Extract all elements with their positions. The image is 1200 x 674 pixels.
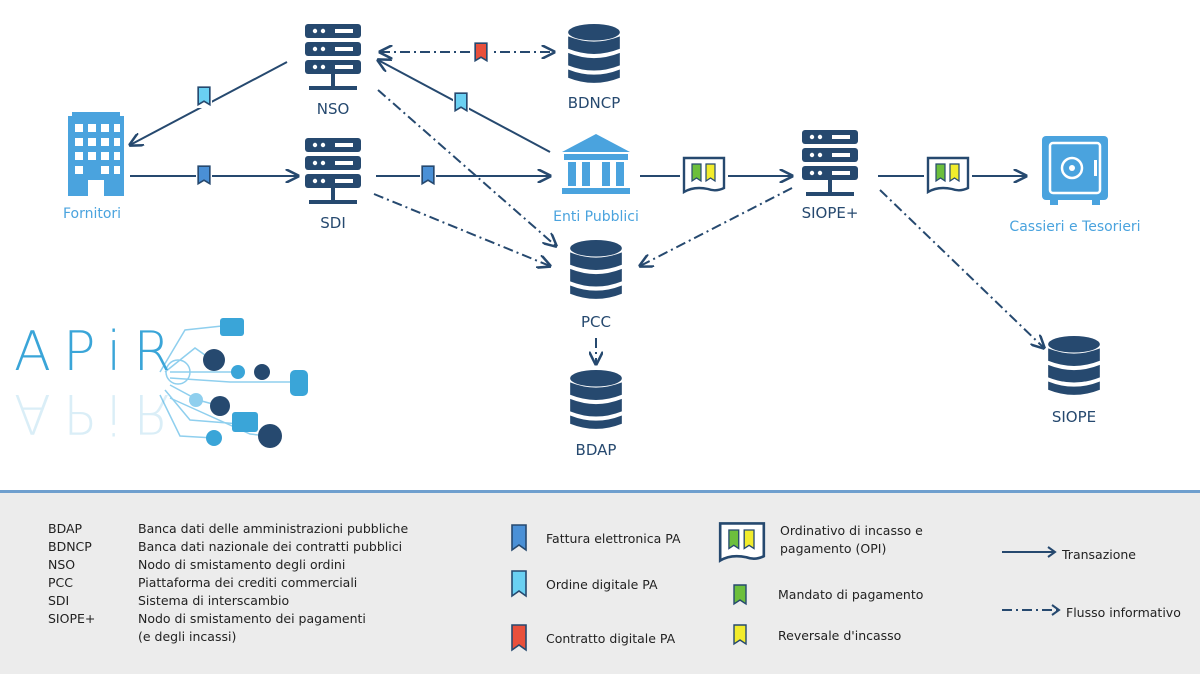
information-flow-lines — [373, 52, 1044, 364]
siope-label: SIOPE — [1052, 408, 1096, 426]
clock-icon — [206, 430, 222, 446]
contratto-doc-icon — [474, 42, 488, 62]
node-siope: SIOPE — [1048, 336, 1100, 426]
legend-contratto-label: Contratto digitale PA — [546, 631, 676, 646]
node-siope-plus: SIOPE+ — [802, 130, 859, 222]
database-icon — [570, 240, 622, 299]
legend-desc: Banca dati nazionale dei contratti pubbl… — [138, 539, 403, 554]
legend-abbr: SDI — [48, 593, 70, 608]
phone-icon — [290, 370, 308, 396]
apir-logo-graphic — [159, 318, 308, 448]
apir-logo-text: APiR — [14, 320, 183, 383]
siope-plus-label: SIOPE+ — [802, 204, 859, 222]
bdap-label: BDAP — [576, 441, 617, 459]
cassieri-label: Cassieri e Tesorieri — [1009, 219, 1140, 235]
settings-icon — [254, 364, 270, 380]
node-pcc: PCC — [570, 240, 622, 331]
fattura-legend-icon — [511, 524, 527, 552]
legend-opi-label-1: Ordinativo di incasso e — [780, 523, 923, 538]
legend-desc: (e degli incassi) — [138, 629, 237, 644]
monitor-icon — [232, 412, 258, 432]
legend-desc: Nodo di smistamento dei pagamenti — [138, 611, 366, 626]
cloud-icon — [189, 393, 203, 407]
opi-doc-icon — [926, 156, 970, 194]
legend-transazione-label: Transazione — [1062, 547, 1136, 562]
legend-abbr: BDAP — [48, 521, 83, 536]
ordine-doc-icon — [454, 92, 468, 112]
transazione-legend-line — [1002, 546, 1057, 558]
fattura-doc-icon — [421, 165, 435, 185]
server-icon — [802, 130, 858, 196]
database-icon — [568, 24, 620, 83]
node-enti-pubblici: Enti Pubblici — [553, 134, 639, 225]
hub-icon — [231, 365, 245, 379]
monitor-icon — [220, 318, 244, 336]
flow-siope-plus-to-siope — [879, 189, 1044, 348]
ordine-doc-icon — [197, 86, 211, 106]
institution-icon — [562, 134, 630, 194]
reversale-legend-icon — [733, 624, 747, 646]
wifi-icon — [258, 424, 282, 448]
enti-label: Enti Pubblici — [553, 209, 639, 225]
node-sdi: SDI — [305, 138, 361, 232]
flow-siope-plus-to-pcc — [640, 187, 793, 266]
opi-legend-icon — [718, 522, 766, 563]
sdi-label: SDI — [320, 214, 346, 232]
flusso-legend-line — [1002, 604, 1061, 616]
legend-ordine-label: Ordine digitale PA — [546, 577, 658, 592]
legend-mandato-label: Mandato di pagamento — [778, 587, 924, 602]
node-fornitori: Fornitori — [63, 112, 124, 222]
node-bdap: BDAP — [570, 370, 622, 459]
legend-abbr: NSO — [48, 557, 76, 572]
node-nso: NSO — [305, 24, 361, 118]
safe-icon — [1042, 136, 1108, 205]
legend: BDAP Banca dati delle amministrazioni pu… — [0, 490, 1200, 674]
legend-abbr: SIOPE+ — [48, 611, 96, 626]
mandato-legend-icon — [733, 584, 747, 606]
contratto-legend-icon — [511, 624, 527, 652]
node-bdncp: BDNCP — [568, 24, 621, 112]
legend-desc: Nodo di smistamento degli ordini — [138, 557, 346, 572]
chart-icon — [210, 396, 230, 416]
legend-desc: Banca dati delle amministrazioni pubblic… — [138, 521, 409, 536]
legend-opi-label-2: pagamento (OPI) — [780, 541, 887, 556]
node-cassieri: Cassieri e Tesorieri — [1009, 136, 1141, 235]
server-icon — [305, 24, 361, 90]
opi-doc-icon — [682, 156, 726, 194]
fattura-doc-icon — [197, 165, 211, 185]
flow-sdi-to-pcc — [373, 193, 550, 266]
legend-flusso-label: Flusso informativo — [1066, 605, 1181, 620]
legend-abbr: PCC — [48, 575, 73, 590]
nso-label: NSO — [317, 100, 350, 118]
legend-fattura-label: Fattura elettronica PA — [546, 531, 681, 546]
legend-abbr: BDNCP — [48, 539, 92, 554]
ordine-legend-icon — [511, 570, 527, 598]
pcc-label: PCC — [581, 313, 611, 331]
legend-reversale-label: Reversale d'incasso — [778, 628, 902, 643]
building-icon — [68, 112, 124, 196]
apir-logo-reflection: APiR — [14, 382, 183, 445]
legend-desc: Piattaforma dei crediti commerciali — [138, 575, 358, 590]
server-icon — [305, 138, 361, 204]
cloud-icon — [203, 349, 225, 371]
database-icon — [570, 370, 622, 429]
fornitori-label: Fornitori — [63, 206, 121, 222]
database-icon — [1048, 336, 1100, 395]
bdncp-label: BDNCP — [568, 94, 621, 112]
legend-desc: Sistema di interscambio — [138, 593, 290, 608]
